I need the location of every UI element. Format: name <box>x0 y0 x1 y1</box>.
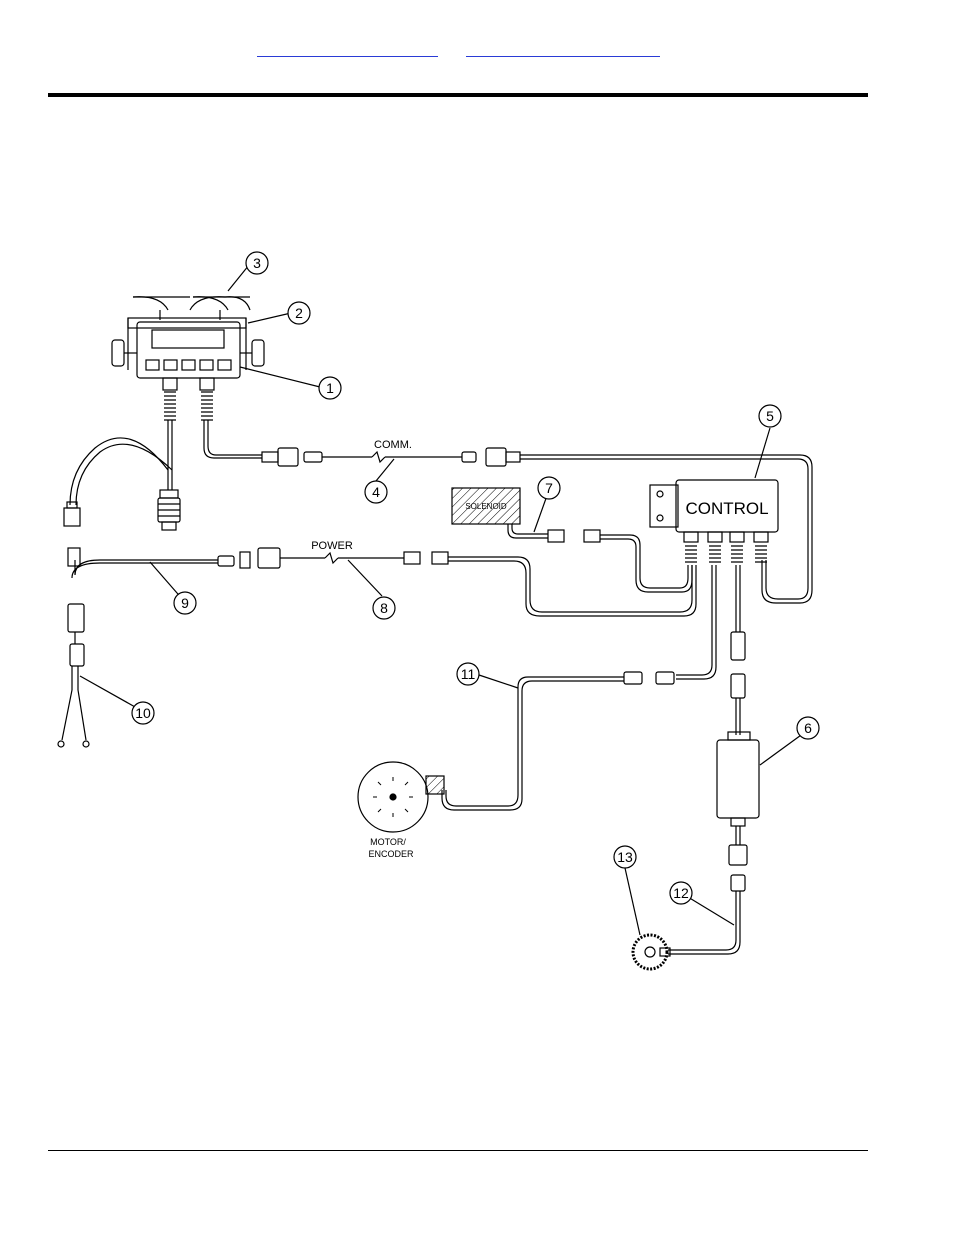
callout-13: 13 <box>617 849 633 865</box>
callout-10: 10 <box>135 705 151 721</box>
suction-cups <box>132 296 251 320</box>
label-motor: MOTOR/ <box>370 837 406 847</box>
callout-6: 6 <box>804 720 812 736</box>
callout-3: 3 <box>253 255 261 271</box>
callout-4: 4 <box>372 484 380 500</box>
label-solenoid: SOLENOID <box>465 502 507 511</box>
callout-5: 5 <box>766 408 774 424</box>
monitor-bracket <box>111 317 265 370</box>
header-link-2[interactable] <box>466 40 660 57</box>
control-module <box>649 479 779 563</box>
header-rule <box>48 93 868 97</box>
callout-7: 7 <box>545 480 553 496</box>
power-cable <box>57 547 697 748</box>
callouts <box>79 251 820 936</box>
footer-rule <box>48 1150 868 1151</box>
motor-encoder <box>357 761 445 833</box>
callout-8: 8 <box>380 600 388 616</box>
speed-sensor <box>631 891 741 971</box>
monitor-power-lead <box>63 420 181 531</box>
solenoid-harness <box>451 487 693 593</box>
encoder-harness <box>441 565 717 811</box>
monitor-display <box>136 321 241 421</box>
label-comm: COMM. <box>374 439 412 451</box>
label-encoder: ENCODER <box>368 849 414 859</box>
callout-2: 2 <box>295 305 303 321</box>
label-power: POWER <box>311 540 353 552</box>
callout-1: 1 <box>326 380 334 396</box>
callout-11: 11 <box>461 666 476 682</box>
label-control: CONTROL <box>685 499 768 518</box>
callout-9: 9 <box>181 595 189 611</box>
callout-12: 12 <box>673 885 689 901</box>
comm-cable <box>203 420 813 604</box>
sensor-module <box>716 565 760 892</box>
header-link-1[interactable] <box>257 40 438 57</box>
